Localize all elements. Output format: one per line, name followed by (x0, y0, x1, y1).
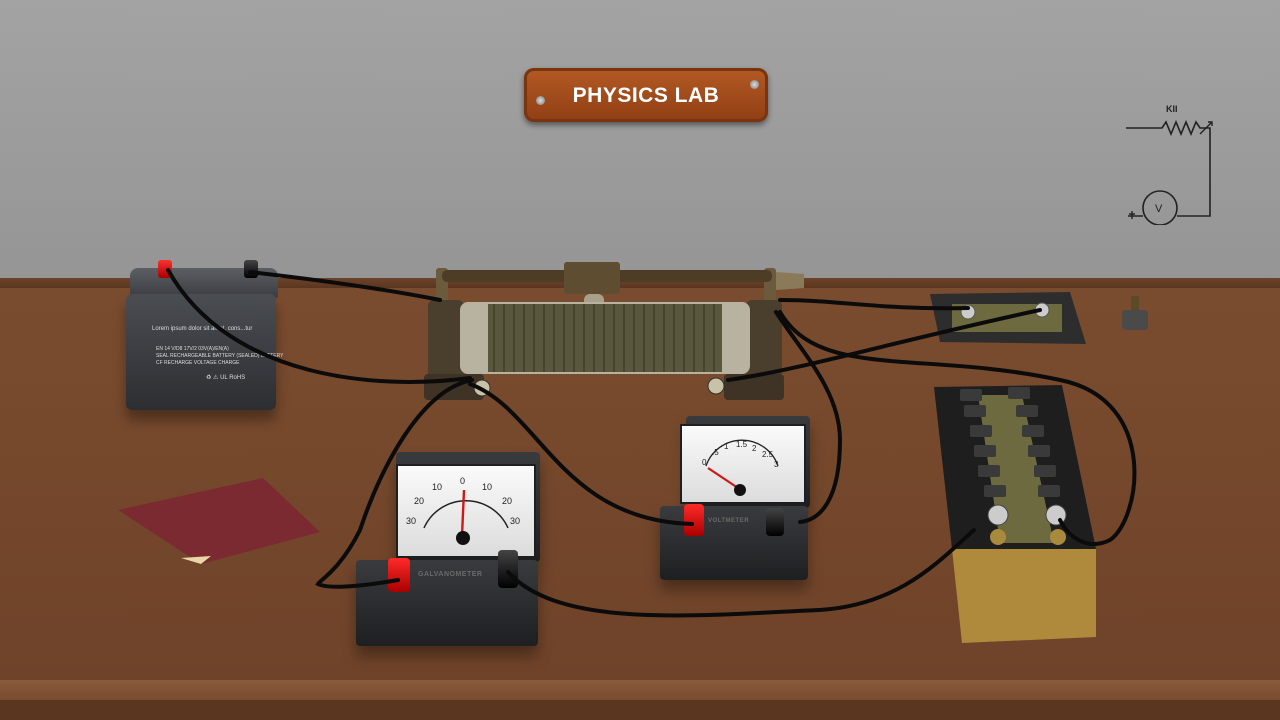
galvanometer-positive-terminal[interactable] (388, 558, 410, 592)
schematic-resistor-label: KII (1166, 104, 1178, 114)
galvanometer-scale-label: 10 (482, 482, 493, 492)
table-front (0, 700, 1280, 720)
wire[interactable] (166, 268, 472, 384)
screw-icon (536, 96, 545, 105)
voltmeter-scale-label: 0 (702, 458, 707, 467)
voltmeter-scale-label: .5 (712, 448, 719, 457)
galvanometer-scale-label: 0 (460, 476, 466, 486)
wire[interactable] (774, 310, 843, 524)
galvanometer-scale-label: 10 (432, 482, 443, 492)
voltmeter-positive-terminal[interactable] (684, 504, 704, 536)
voltmeter-scale-label: 2.5 (762, 450, 774, 459)
table-front-lip (0, 680, 1280, 700)
lab-title-sign: PHYSICS LAB (524, 68, 768, 122)
resistance-box-terminal-left[interactable] (987, 504, 1009, 526)
sandpaper[interactable] (115, 478, 325, 570)
schematic-meter-label: V (1155, 203, 1163, 215)
voltmeter[interactable]: 0 .5 1 1.5 2 2.5 3 VOLTMETER (660, 416, 812, 582)
rheostat-slider[interactable] (564, 262, 620, 294)
galvanometer[interactable]: 30 20 10 0 10 20 30 GALVANOMETER (356, 452, 542, 648)
table-back-edge (0, 278, 1280, 288)
voltmeter-scale-label: 1 (724, 442, 729, 451)
rheostat-terminal-right[interactable] (707, 377, 725, 395)
voltmeter-negative-terminal[interactable] (766, 508, 784, 536)
galvanometer-scale-label: 20 (502, 496, 513, 506)
screw-icon (750, 80, 759, 89)
resistance-box[interactable] (934, 385, 1098, 645)
wire[interactable] (506, 528, 976, 618)
circuit-schematic: KII V (1120, 100, 1220, 226)
galvanometer-scale-label: 30 (406, 516, 417, 526)
battery-label-line2: EN 14 V/D8 17V/2 03V(A)/EN(A) (156, 346, 229, 352)
wire[interactable] (248, 270, 442, 302)
voltmeter-scale-label: 2 (752, 444, 757, 453)
battery-label-line4: CF RECHARGE VOLTAGE CHARGE (156, 360, 240, 366)
wire[interactable] (315, 378, 474, 589)
battery-certification-marks: ♻ ⚠ UL RoHS (206, 375, 246, 381)
voltmeter-scale-label: 1.5 (736, 440, 748, 449)
rheostat[interactable] (424, 262, 804, 402)
plug-key-plug[interactable] (1122, 296, 1148, 332)
voltmeter-needle (707, 467, 739, 489)
galvanometer-label: GALVANOMETER (418, 571, 483, 578)
battery-label-line1: Lorem ipsum dolor sit amet, cons...tur (152, 326, 253, 332)
lab-wall (0, 0, 1280, 280)
page-title: PHYSICS LAB (572, 84, 720, 107)
wire[interactable] (778, 310, 1137, 546)
voltmeter-scale-label: 3 (774, 460, 779, 469)
wire[interactable] (468, 382, 694, 526)
galvanometer-needle (460, 489, 466, 537)
wire[interactable] (778, 298, 970, 311)
battery-label-line3: SEAL RECHARGEABLE BATTERY (SEALED) BATTE… (156, 353, 284, 359)
wire[interactable] (726, 308, 1042, 382)
voltmeter-label: VOLTMETER (708, 518, 750, 524)
galvanometer-scale-label: 30 (510, 516, 521, 526)
galvanometer-scale-label: 20 (414, 496, 425, 506)
